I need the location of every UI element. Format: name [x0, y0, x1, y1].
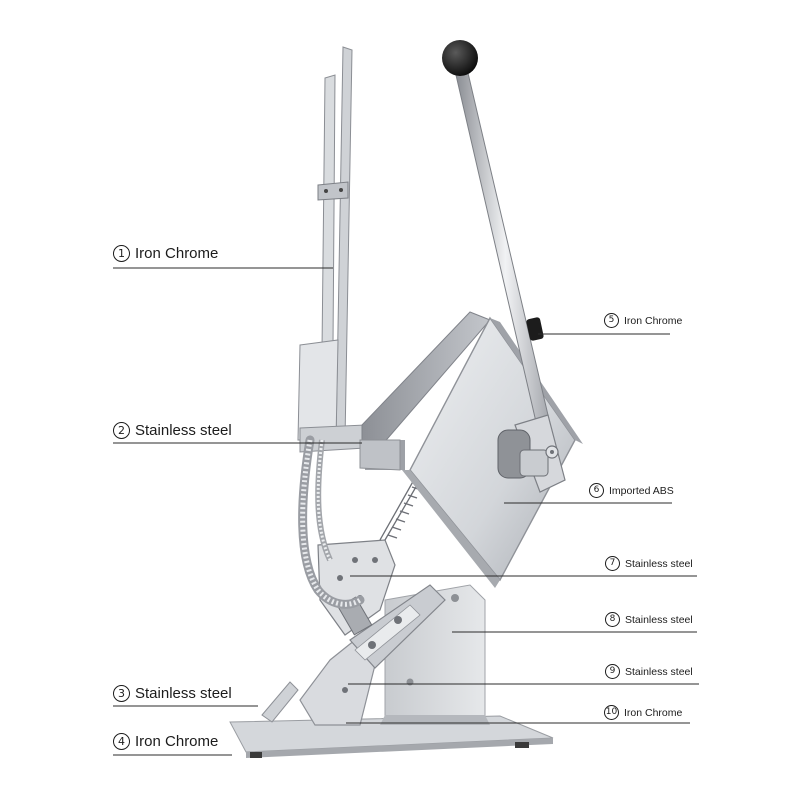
handle-knob [442, 40, 478, 76]
callout-8: 8 Stainless steel [605, 612, 693, 627]
clip-frame [261, 584, 446, 726]
callout-lines [113, 267, 699, 756]
callout-text: Stainless steel [135, 422, 232, 439]
callout-text: Stainless steel [625, 557, 693, 570]
callout-1: 1 Iron Chrome [113, 245, 218, 262]
callout-7: 7 Stainless steel [605, 556, 693, 571]
spring-tube [298, 435, 365, 609]
callout-text: Imported ABS [609, 484, 674, 497]
callout-6: 6 Imported ABS [589, 483, 674, 498]
callout-number: 2 [113, 422, 130, 439]
callout-text: Iron Chrome [135, 245, 219, 262]
callout-text: Iron Chrome [135, 733, 219, 750]
callout-text: Stainless steel [625, 665, 693, 678]
callout-text: Stainless steel [625, 613, 693, 626]
vertical-guide-bar [297, 46, 353, 441]
callout-number: 10 [604, 705, 619, 720]
callout-number: 9 [605, 664, 620, 679]
handle-lever [442, 40, 566, 493]
callout-number: 4 [113, 733, 130, 750]
callout-2: 2 Stainless steel [113, 422, 232, 439]
callout-number: 6 [589, 483, 604, 498]
callout-9: 9 Stainless steel [605, 664, 693, 679]
callout-number: 5 [604, 313, 619, 328]
callout-text: Iron Chrome [624, 314, 683, 327]
callout-number: 3 [113, 685, 130, 702]
callout-text: Iron Chrome [624, 706, 683, 719]
callout-text: Stainless steel [135, 685, 232, 702]
callout-3: 3 Stainless steel [113, 685, 232, 702]
callout-4: 4 Iron Chrome [113, 733, 218, 750]
callout-number: 8 [605, 612, 620, 627]
callout-number: 7 [605, 556, 620, 571]
callout-5: 5 Iron Chrome [604, 313, 682, 328]
callout-10: 10 Iron Chrome [604, 705, 682, 720]
callout-number: 1 [113, 245, 130, 262]
inner-spring [379, 477, 422, 541]
